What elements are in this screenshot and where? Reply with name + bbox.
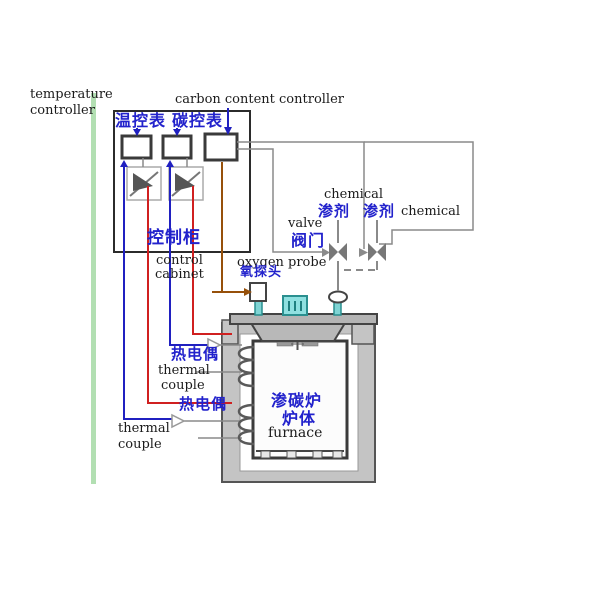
connector-upper bbox=[207, 337, 222, 353]
label-valve-en: valve bbox=[288, 216, 323, 231]
thermocouple-wire-blue-lower bbox=[120, 160, 172, 420]
thyristor-2 bbox=[168, 166, 204, 201]
label-control-cabinet-en-1: control bbox=[156, 253, 203, 268]
lid-plug bbox=[249, 322, 347, 342]
heater-wire-red-upper bbox=[192, 186, 232, 335]
port-cap bbox=[328, 290, 348, 304]
chemical-supply-lines bbox=[337, 220, 378, 291]
label-chemical-right-en: chemical bbox=[401, 204, 461, 219]
label-carbon-content-controller: carbon content controller bbox=[175, 92, 344, 107]
thermocouple-wire-blue-upper bbox=[166, 160, 208, 346]
thyristor-1 bbox=[126, 166, 162, 201]
oxygen-probe-wire-brown bbox=[212, 162, 252, 296]
label-thermocouple-lower-en-1: thermal bbox=[118, 421, 170, 436]
label-thermocouple-lower-cn: 热电偶 bbox=[179, 395, 228, 413]
arrow-into-right-valve bbox=[359, 248, 368, 257]
connector-lower bbox=[171, 413, 186, 429]
thermocouple-coil-upper bbox=[237, 345, 255, 388]
label-chemical-left-cn: 渗剂 bbox=[318, 202, 351, 220]
fan-motor bbox=[282, 295, 308, 316]
valve-control-lines bbox=[237, 141, 474, 257]
label-furnace-cn-1: 渗碳炉 bbox=[271, 391, 323, 410]
probe-stem bbox=[254, 299, 263, 316]
port-stem bbox=[333, 301, 342, 316]
motor-grille bbox=[288, 301, 302, 311]
chemical-inlet-port bbox=[328, 290, 348, 316]
label-temperature-controller-1: temperature bbox=[30, 87, 113, 102]
label-control-cabinet-cn: 控制柜 bbox=[147, 228, 201, 248]
label-oxygen-probe-en: oxygen probe bbox=[237, 255, 327, 270]
meter-carbon-content bbox=[203, 132, 239, 162]
label-arrows bbox=[133, 108, 232, 136]
label-furnace-en: furnace bbox=[268, 425, 323, 441]
label-furnace-cn-2: 炉体 bbox=[282, 409, 317, 428]
meter-carbon bbox=[161, 134, 193, 160]
green-divider-line bbox=[91, 93, 96, 484]
control-cabinet-box bbox=[113, 110, 251, 253]
thermocouple-leads bbox=[171, 337, 242, 439]
label-valve-cn: 阀门 bbox=[291, 231, 326, 250]
label-thermocouple-upper-cn: 热电偶 bbox=[171, 345, 220, 363]
label-thermocouple-upper-en-1: thermal bbox=[158, 363, 210, 378]
oxygen-probe bbox=[249, 282, 267, 316]
label-thermocouple-upper-en-2: couple bbox=[161, 378, 205, 393]
label-meter-carbon-cn: 碳控表 bbox=[172, 111, 224, 130]
arrow-into-left-valve bbox=[322, 248, 330, 257]
valve-right bbox=[368, 243, 386, 261]
label-oxygen-probe-cn: 氧探头 bbox=[240, 265, 283, 280]
heater-wire-red-lower bbox=[147, 186, 232, 404]
retort-feet bbox=[260, 450, 343, 459]
label-meter-temp-cn: 温控表 bbox=[115, 111, 167, 130]
meter-temperature bbox=[120, 134, 153, 160]
thermocouple-coil-lower bbox=[237, 403, 255, 446]
meter-thyristor-links bbox=[142, 158, 188, 167]
valve-left bbox=[329, 243, 347, 261]
label-control-cabinet-en-2: cabinet bbox=[155, 267, 204, 282]
label-temperature-controller-2: controller bbox=[30, 103, 95, 118]
label-chemical-top: chemical bbox=[324, 187, 384, 202]
label-chemical-right-cn: 渗剂 bbox=[363, 202, 396, 220]
label-thermocouple-lower-en-2: couple bbox=[118, 437, 162, 452]
probe-head bbox=[249, 282, 267, 302]
